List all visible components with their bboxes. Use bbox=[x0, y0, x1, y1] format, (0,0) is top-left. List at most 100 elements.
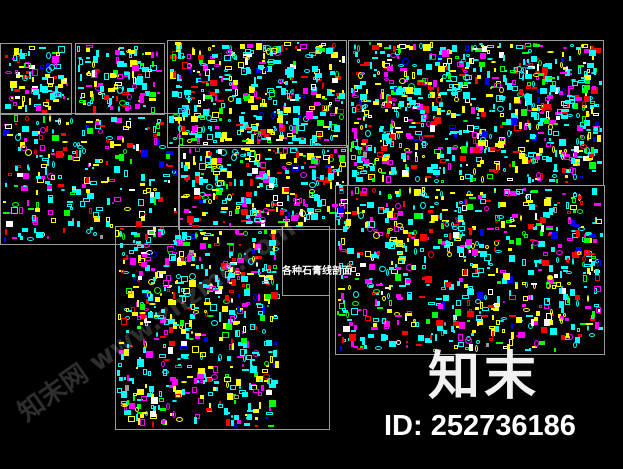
cad-block bbox=[45, 125, 48, 132]
cad-block bbox=[336, 181, 340, 185]
cad-block bbox=[50, 153, 55, 156]
cad-block bbox=[53, 76, 58, 80]
cad-block bbox=[470, 174, 474, 182]
cad-block bbox=[547, 299, 550, 303]
cad-block bbox=[272, 150, 275, 153]
cad-block bbox=[502, 272, 510, 280]
cad-block bbox=[379, 127, 384, 132]
cad-block bbox=[361, 108, 365, 112]
cad-block bbox=[525, 315, 533, 318]
cad-block bbox=[387, 65, 394, 71]
cad-block bbox=[37, 171, 40, 176]
cad-block bbox=[284, 69, 287, 76]
cad-block bbox=[514, 96, 521, 103]
cad-block bbox=[39, 154, 44, 157]
cad-block bbox=[66, 82, 69, 86]
cad-block bbox=[28, 72, 31, 80]
cad-block bbox=[526, 82, 531, 87]
cad-block bbox=[161, 228, 166, 235]
cad-block bbox=[282, 166, 287, 170]
cad-block bbox=[466, 300, 470, 307]
cad-block bbox=[232, 82, 238, 90]
cad-block bbox=[537, 218, 540, 221]
cad-block bbox=[538, 59, 543, 66]
cad-block bbox=[201, 173, 205, 176]
cad-block bbox=[281, 45, 284, 52]
cad-block bbox=[595, 307, 601, 314]
cad-block bbox=[212, 220, 218, 225]
cad-block bbox=[403, 201, 406, 208]
cad-block bbox=[538, 268, 543, 271]
cad-block bbox=[372, 317, 379, 322]
cad-block bbox=[55, 85, 59, 92]
cad-block bbox=[471, 333, 475, 336]
cad-block bbox=[430, 163, 438, 169]
cad-block bbox=[69, 118, 73, 125]
cad-block bbox=[544, 62, 552, 69]
cad-block bbox=[544, 318, 551, 326]
cad-block bbox=[450, 130, 458, 134]
cad-block bbox=[221, 132, 227, 140]
cad-block bbox=[385, 108, 389, 112]
cad-block bbox=[445, 242, 451, 246]
cad-block bbox=[498, 86, 504, 93]
cad-block bbox=[434, 196, 438, 200]
cad-block bbox=[522, 303, 527, 307]
cad-block bbox=[453, 209, 457, 212]
cad-block bbox=[135, 413, 138, 421]
cad-block bbox=[137, 116, 145, 119]
cad-block bbox=[228, 75, 232, 81]
cad-block bbox=[413, 239, 419, 247]
cad-block bbox=[572, 81, 579, 87]
cad-block bbox=[537, 107, 540, 112]
cad-block bbox=[363, 62, 370, 67]
cad-block bbox=[283, 219, 291, 223]
cad-block bbox=[312, 142, 320, 145]
cad-block bbox=[324, 164, 331, 168]
cad-block bbox=[331, 165, 334, 168]
cad-block bbox=[594, 67, 597, 75]
cad-block bbox=[213, 243, 220, 247]
cad-block bbox=[569, 219, 575, 226]
cad-block bbox=[523, 234, 528, 239]
cad-block bbox=[130, 60, 138, 68]
cad-block bbox=[96, 206, 104, 211]
cad-block bbox=[536, 96, 540, 103]
cad-block bbox=[430, 42, 434, 49]
cad-block bbox=[247, 217, 251, 221]
cad-block bbox=[310, 212, 318, 220]
cad-block bbox=[383, 72, 388, 78]
cad-block bbox=[507, 130, 512, 138]
cad-block bbox=[443, 234, 448, 238]
cad-block bbox=[9, 81, 17, 89]
cad-block bbox=[570, 323, 575, 330]
cad-block bbox=[402, 159, 406, 163]
cad-block bbox=[217, 148, 222, 154]
cad-block bbox=[229, 289, 235, 293]
cad-block bbox=[383, 78, 389, 82]
cad-block bbox=[390, 141, 395, 148]
cad-block bbox=[458, 130, 462, 136]
cad-block bbox=[292, 61, 296, 66]
cad-block bbox=[208, 392, 214, 397]
cad-block bbox=[149, 207, 153, 213]
cad-block bbox=[477, 163, 482, 167]
cad-block bbox=[137, 300, 140, 308]
cad-block bbox=[225, 381, 229, 388]
cad-block bbox=[269, 240, 277, 247]
cad-block bbox=[353, 324, 357, 330]
cad-block bbox=[397, 64, 404, 68]
cad-block bbox=[295, 202, 300, 206]
cad-block bbox=[190, 116, 198, 123]
block-panel bbox=[282, 226, 330, 296]
cad-block bbox=[457, 215, 463, 221]
cad-block bbox=[168, 346, 174, 354]
cad-block bbox=[232, 393, 236, 396]
cad-block bbox=[397, 45, 400, 49]
cad-block bbox=[132, 77, 136, 85]
cad-block bbox=[340, 346, 343, 352]
block-panel bbox=[0, 113, 180, 245]
cad-block bbox=[573, 173, 578, 180]
cad-block bbox=[474, 48, 482, 52]
cad-block bbox=[379, 139, 382, 142]
